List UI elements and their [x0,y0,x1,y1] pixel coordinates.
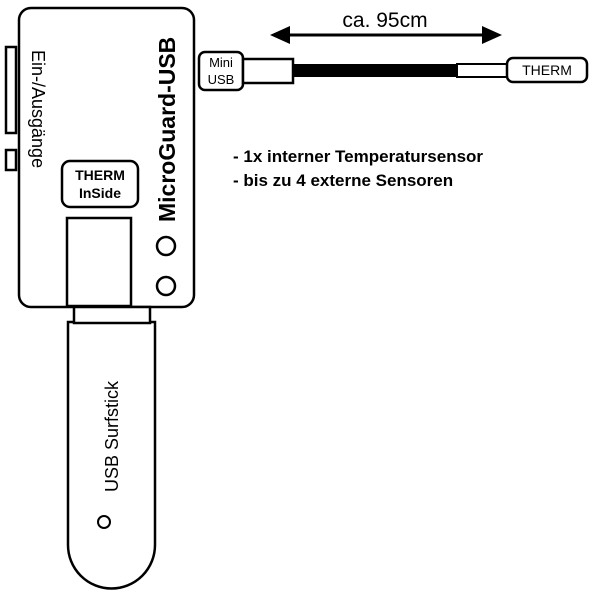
therm-inside-badge [60,159,140,209]
mount-hole-bottom [155,275,177,297]
cable [293,64,458,77]
mount-hole-top [155,235,177,257]
mini-usb-line2: USB [208,72,235,87]
therm-sensor-tag [505,56,589,84]
feature-line-1: - 1x interner Temperatursensor [233,147,483,166]
sensor-sleeve [456,63,508,78]
io-port-small [4,148,18,172]
usb-socket [65,216,133,308]
io-port-large [4,45,18,135]
mini-usb-line1: Mini [209,55,233,70]
feature-line-2: - bis zu 4 externe Sensoren [233,171,453,190]
badge-line1: THERM [75,167,125,183]
therm-sensor-label: THERM [522,62,572,78]
stick-label: USB Surfstick [102,380,122,492]
io-label: Ein-/Ausgänge [28,50,48,168]
usb-plug [72,305,152,325]
length-arrow-head-right [482,26,502,44]
stick-hole [97,515,111,529]
length-arrow-head-left [270,26,290,44]
usb-surfstick [66,320,157,590]
device-name: MicroGuard-USB [154,37,180,222]
plug-body [241,57,295,85]
length-label: ca. 95cm [342,9,427,32]
badge-line2: InSide [79,185,121,201]
